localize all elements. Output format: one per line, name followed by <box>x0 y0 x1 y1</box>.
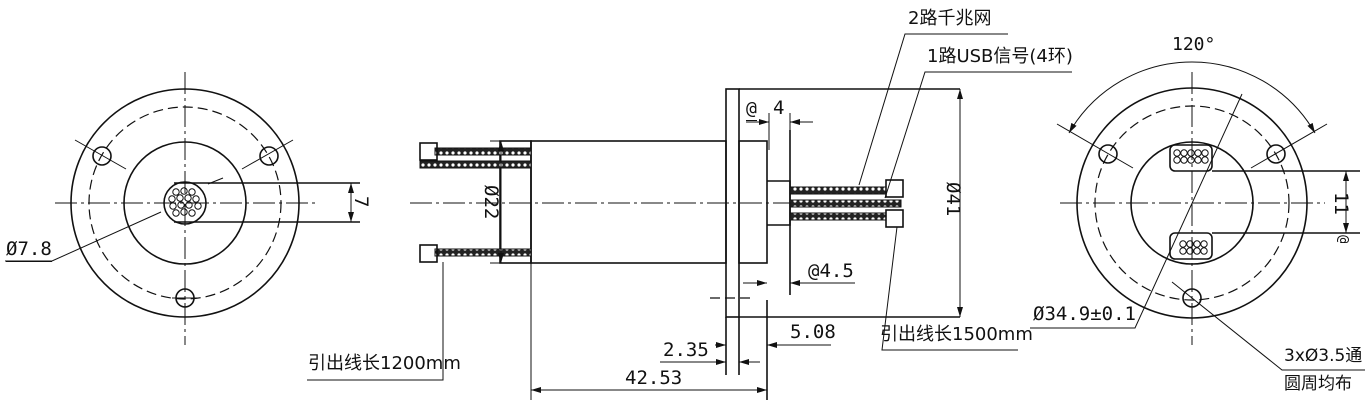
bundle-diameter-label: Ø7.8 <box>6 238 52 262</box>
shaft-length-symbol: @ <box>746 98 757 121</box>
pcd-label: Ø34.9±0.1 <box>1033 303 1136 325</box>
gigabit-callout: 2路千兆网 <box>908 8 992 29</box>
flange-diameter-label: Ø41 <box>942 182 964 217</box>
dim-2-35-label: 2.35 <box>663 339 709 361</box>
spacing-symbol: @ <box>1335 235 1351 244</box>
total-length-label: 42.53 <box>625 367 683 389</box>
right-end-view <box>1030 61 1365 371</box>
holes-spec-label: 3xØ3.5通 <box>1284 346 1363 366</box>
body-diameter-label: Ø22 <box>480 185 502 220</box>
wire-bundle-icon <box>168 187 202 217</box>
angle-label: 120° <box>1172 34 1216 55</box>
bundle-height-label: 7 <box>350 196 372 208</box>
dim-5-08-label: 5.08 <box>790 321 836 343</box>
shaft-length-label: 4 <box>773 97 785 119</box>
shaft-diameter-label: @4.5 <box>808 260 854 282</box>
usb-callout: 1路USB信号(4环) <box>927 46 1073 67</box>
lead-length-1200-callout: 引出线长1200mm <box>308 353 461 374</box>
lead-length-1500-callout: 引出线长1500mm <box>880 324 1033 345</box>
side-view <box>307 33 1072 400</box>
left-end-view <box>5 72 360 345</box>
spacing-label: 11 <box>1330 192 1352 215</box>
holes-pattern-label: 圆周均布 <box>1284 374 1352 394</box>
connector-pins-icon <box>1173 149 1209 255</box>
